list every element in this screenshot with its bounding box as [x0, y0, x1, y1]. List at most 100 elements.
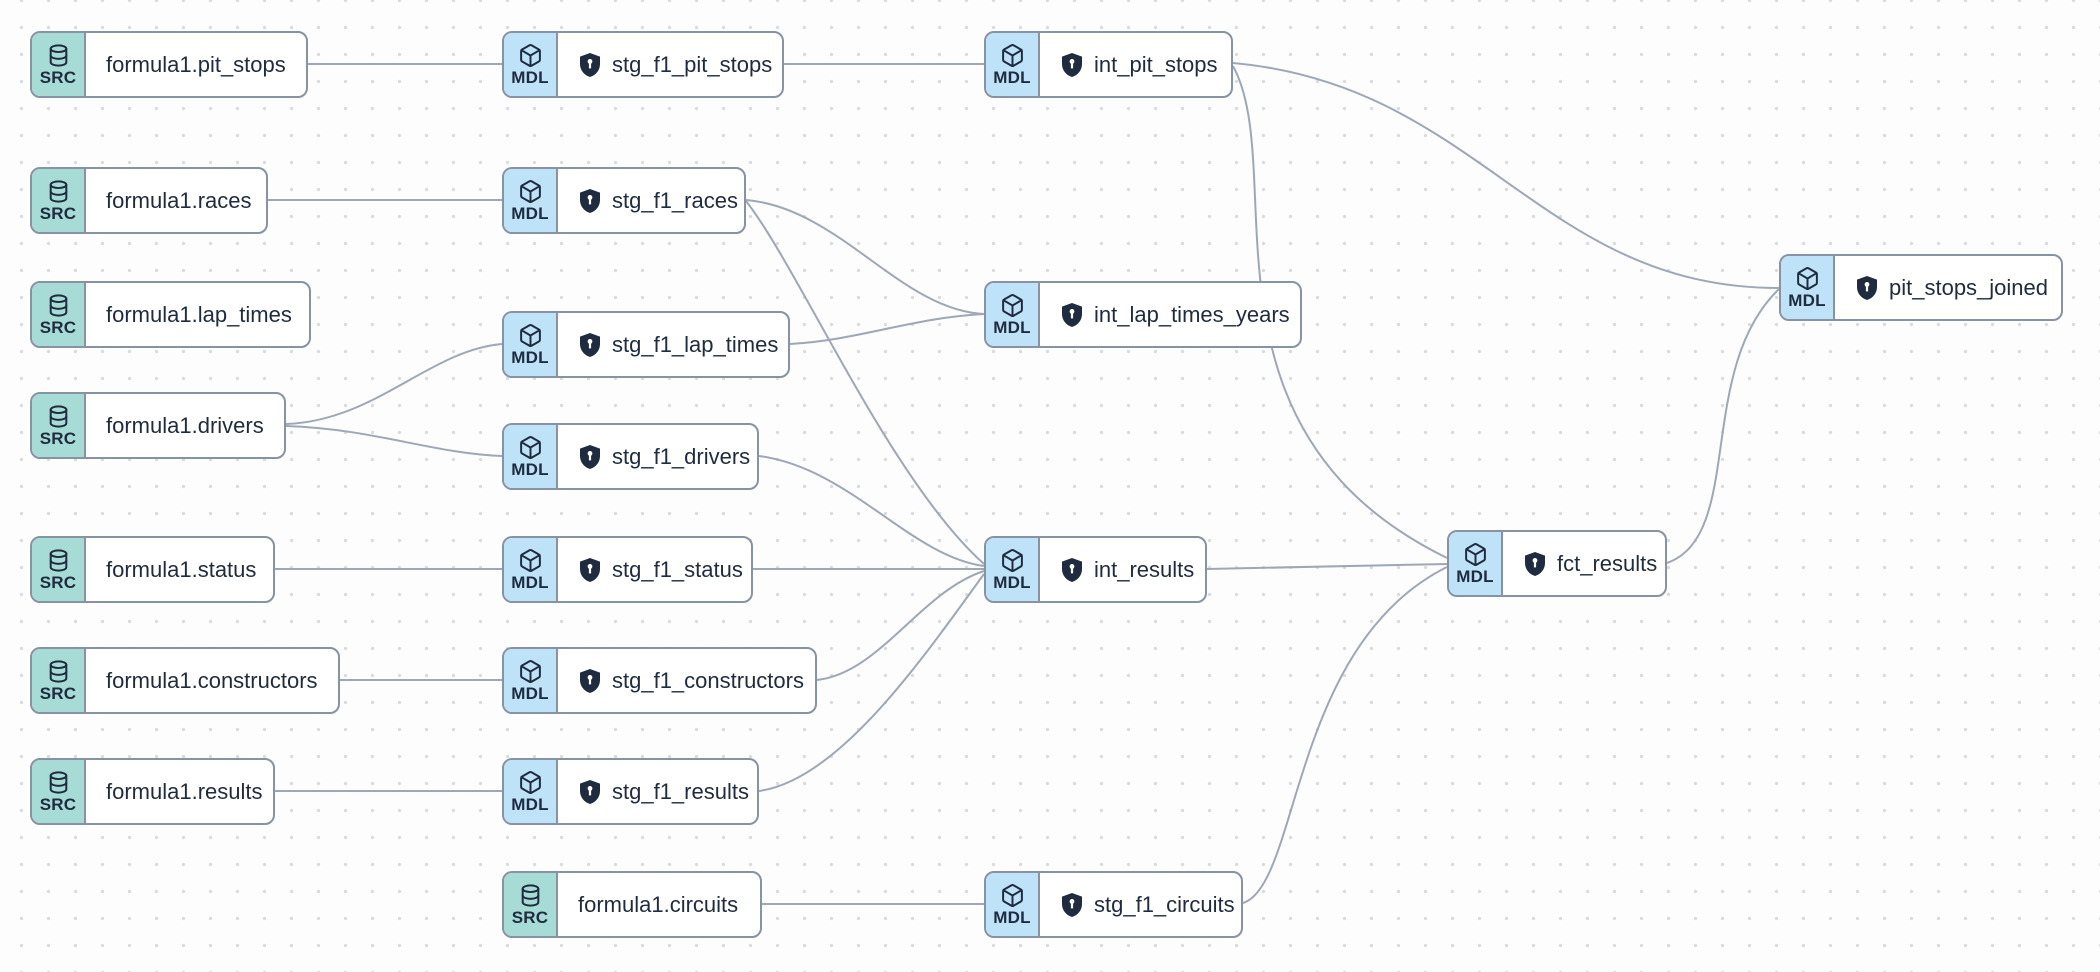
model-badge: MDL: [1781, 256, 1835, 319]
cube-icon: [1795, 266, 1820, 291]
cube-icon: [518, 548, 543, 573]
database-icon: [46, 548, 71, 573]
node-label: pit_stops_joined: [1889, 274, 2049, 300]
node-stg_f1_lap_times[interactable]: MDL stg_f1_lap_times: [502, 311, 790, 378]
badge-label: SRC: [39, 68, 77, 87]
model-badge: MDL: [504, 649, 558, 712]
edge-stg_f1_races-int_results: [745, 200, 985, 565]
cube-icon: [1000, 293, 1025, 318]
badge-label: MDL: [993, 318, 1031, 337]
node-label: stg_f1_status: [612, 556, 743, 582]
shield-icon: [1060, 302, 1084, 328]
node-label: formula1.constructors: [106, 667, 318, 693]
node-label: stg_f1_drivers: [612, 443, 751, 469]
badge-label: SRC: [39, 573, 77, 592]
source-badge: SRC: [32, 394, 86, 457]
node-label: formula1.circuits: [578, 891, 739, 917]
node-formula1-pit_stops[interactable]: SRC formula1.pit_stops: [30, 31, 308, 98]
node-formula1-constructors[interactable]: SRC formula1.constructors: [30, 647, 340, 714]
model-badge: MDL: [986, 33, 1040, 96]
node-label: formula1.lap_times: [106, 301, 292, 327]
node-stg_f1_results[interactable]: MDL stg_f1_results: [502, 758, 759, 825]
node-stg_f1_races[interactable]: MDL stg_f1_races: [502, 167, 746, 234]
node-int_results[interactable]: MDL int_results: [984, 536, 1207, 603]
edge-stg_f1_lap_times-int_lap_times_years: [789, 313, 985, 345]
shield-icon: [578, 332, 602, 358]
database-icon: [518, 883, 543, 908]
cube-icon: [1000, 883, 1025, 908]
model-badge: MDL: [504, 313, 558, 376]
node-stg_f1_drivers[interactable]: MDL stg_f1_drivers: [502, 423, 759, 490]
badge-label: MDL: [511, 204, 549, 223]
badge-label: MDL: [993, 908, 1031, 927]
model-badge: MDL: [504, 538, 558, 601]
badge-label: MDL: [1788, 291, 1826, 310]
node-formula1-drivers[interactable]: SRC formula1.drivers: [30, 392, 286, 459]
badge-label: MDL: [993, 573, 1031, 592]
shield-icon: [1060, 557, 1084, 583]
node-formula1-lap_times[interactable]: SRC formula1.lap_times: [30, 281, 311, 348]
edge-int_pit_stops-pit_stops_joined: [1232, 62, 1780, 289]
database-icon: [46, 43, 71, 68]
cube-icon: [1000, 43, 1025, 68]
node-stg_f1_circuits[interactable]: MDL stg_f1_circuits: [984, 871, 1243, 938]
shield-icon: [578, 668, 602, 694]
node-label: formula1.drivers: [106, 412, 264, 438]
model-badge: MDL: [986, 873, 1040, 936]
node-stg_f1_pit_stops[interactable]: MDL stg_f1_pit_stops: [502, 31, 784, 98]
database-icon: [46, 179, 71, 204]
source-badge: SRC: [32, 538, 86, 601]
cube-icon: [518, 43, 543, 68]
shield-icon: [578, 188, 602, 214]
node-label: formula1.results: [106, 778, 263, 804]
edge-formula1.drivers-stg_f1_lap_times: [285, 343, 503, 425]
node-fct_results[interactable]: MDL fct_results: [1447, 530, 1667, 597]
cube-icon: [518, 659, 543, 684]
node-formula1-status[interactable]: SRC formula1.status: [30, 536, 275, 603]
shield-icon: [1855, 275, 1879, 301]
node-pit_stops_joined[interactable]: MDL pit_stops_joined: [1779, 254, 2063, 321]
cube-icon: [518, 323, 543, 348]
source-badge: SRC: [32, 649, 86, 712]
node-label: stg_f1_lap_times: [612, 331, 779, 357]
node-label: int_pit_stops: [1094, 51, 1218, 77]
cube-icon: [518, 435, 543, 460]
model-badge: MDL: [504, 425, 558, 488]
edge-int_results-fct_results: [1206, 563, 1448, 570]
edge-stg_f1_drivers-int_results: [758, 455, 985, 567]
node-label: int_lap_times_years: [1094, 301, 1290, 327]
source-badge: SRC: [32, 760, 86, 823]
node-formula1-races[interactable]: SRC formula1.races: [30, 167, 268, 234]
cube-icon: [518, 179, 543, 204]
badge-label: SRC: [39, 684, 77, 703]
source-badge: SRC: [32, 33, 86, 96]
node-stg_f1_status[interactable]: MDL stg_f1_status: [502, 536, 753, 603]
badge-label: MDL: [511, 68, 549, 87]
shield-icon: [578, 444, 602, 470]
node-label: int_results: [1094, 556, 1195, 582]
model-badge: MDL: [504, 169, 558, 232]
node-formula1-circuits[interactable]: SRC formula1.circuits: [502, 871, 762, 938]
node-int_lap_times_years[interactable]: MDL int_lap_times_years: [984, 281, 1302, 348]
node-label: stg_f1_constructors: [612, 667, 804, 693]
model-badge: MDL: [986, 538, 1040, 601]
node-stg_f1_constructors[interactable]: MDL stg_f1_constructors: [502, 647, 817, 714]
badge-label: SRC: [39, 795, 77, 814]
database-icon: [46, 404, 71, 429]
model-badge: MDL: [1449, 532, 1503, 595]
shield-icon: [578, 52, 602, 78]
model-badge: MDL: [986, 283, 1040, 346]
node-label: stg_f1_races: [612, 187, 738, 213]
node-formula1-results[interactable]: SRC formula1.results: [30, 758, 275, 825]
shield-icon: [1060, 892, 1084, 918]
badge-label: SRC: [39, 429, 77, 448]
node-int_pit_stops[interactable]: MDL int_pit_stops: [984, 31, 1233, 98]
database-icon: [46, 293, 71, 318]
edge-stg_f1_results-int_results: [758, 573, 985, 792]
model-badge: MDL: [504, 33, 558, 96]
badge-label: MDL: [993, 68, 1031, 87]
node-label: formula1.status: [106, 556, 257, 582]
badge-label: MDL: [511, 348, 549, 367]
